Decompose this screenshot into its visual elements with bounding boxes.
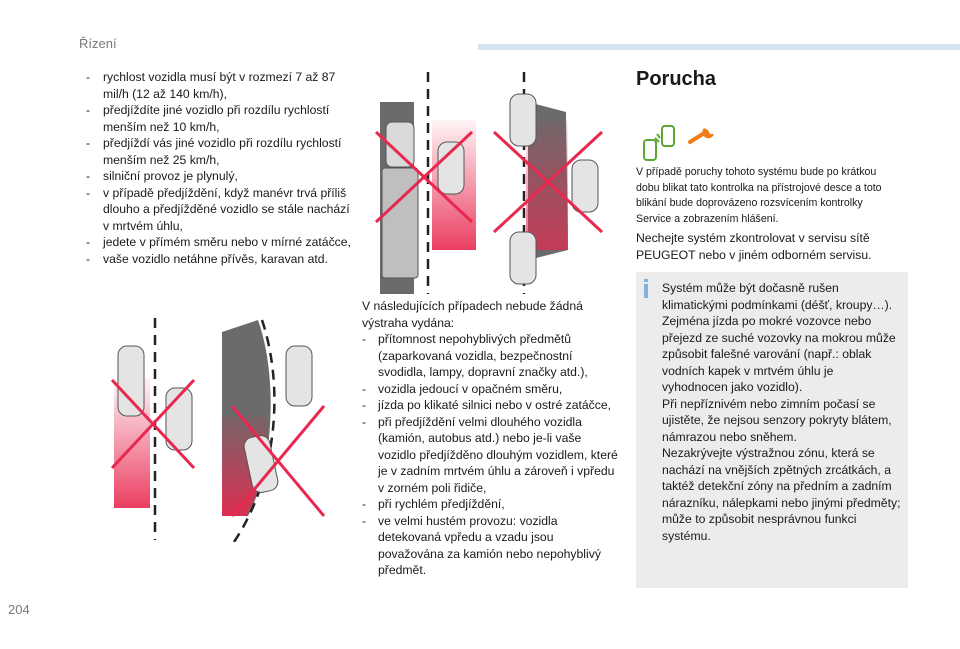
list-item: -předjíždíte jiné vozidlo při rozdílu ry…: [86, 103, 330, 134]
blind-spot-warning-icon: [643, 125, 675, 161]
list-item: -při předjíždění velmi dlouhého vozidla …: [362, 414, 618, 495]
info-text: Systém může být dočasně rušen klimatický…: [662, 281, 901, 543]
info-box: Systém může být dočasně rušen klimatický…: [636, 272, 908, 588]
list-item: -silniční provoz je plynulý,: [86, 169, 238, 183]
diagram-fast-overtake: [492, 72, 604, 294]
failure-description: V případě poruchy tohoto systému bude po…: [636, 166, 882, 225]
list-item: -vaše vozidlo netáhne přívěs, karavan at…: [86, 251, 328, 266]
list-item: -předjíždí vás jiné vozidlo při rozdílu …: [86, 136, 342, 167]
section-title: Porucha: [636, 68, 717, 90]
no-warning-list: V následujících případech nebude žádná v…: [362, 298, 618, 579]
list-item: -jízda po klikaté silnici nebo v ostré z…: [362, 398, 612, 412]
no-warning-intro: V následujících případech nebude žádná v…: [362, 299, 583, 330]
diagram-dense-traffic: [110, 318, 196, 540]
list-item: -rychlost vozidla musí být v rozmezí 7 a…: [86, 70, 336, 101]
conditions-list: -rychlost vozidla musí být v rozmezí 7 a…: [86, 69, 351, 267]
service-wrench-icon: [688, 128, 714, 144]
diagram-truck: [374, 72, 476, 294]
list-item: -ve velmi hustém provozu: vozidla deteko…: [362, 513, 601, 578]
list-item: -jedete v přímém směru nebo v mírné zatá…: [86, 235, 351, 249]
page-number: 204: [8, 602, 30, 617]
diagram-winding-road: [222, 319, 326, 542]
service-advice: Nechejte systém zkontrolovat v servisu s…: [636, 231, 872, 262]
list-item: -při rychlém předjíždění,: [362, 497, 505, 511]
list-item: -přítomnost nepohyblivých předmětů (zapa…: [362, 332, 588, 379]
list-item: -v případě předjíždění, když manévr trvá…: [86, 185, 350, 233]
list-item: -vozidla jedoucí v opačném směru,: [362, 381, 563, 396]
header-title: Řízení: [79, 36, 117, 51]
header-bar: [478, 44, 960, 50]
info-icon: [644, 279, 648, 298]
